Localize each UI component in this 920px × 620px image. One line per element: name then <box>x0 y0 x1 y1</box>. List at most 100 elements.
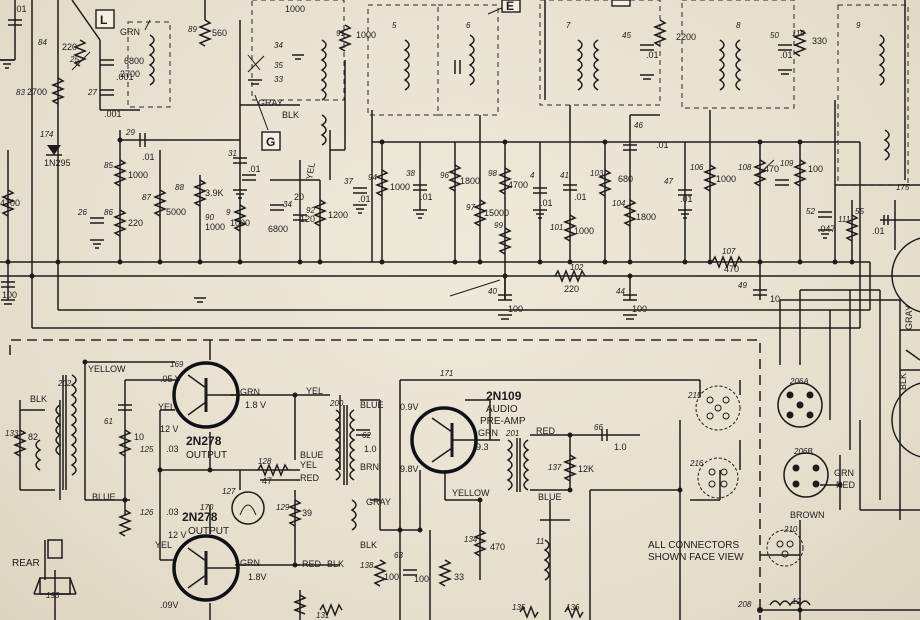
coil-label-boxes: L G E <box>95 0 631 151</box>
label-q169-role: OUTPUT <box>186 450 227 461</box>
label-c30-val: 6800 <box>268 224 288 234</box>
label-cr174: 174 <box>40 130 54 139</box>
label-r126: 126 <box>140 508 154 517</box>
diode-174 <box>46 145 62 156</box>
connectors <box>695 237 920 567</box>
label-r131: 131 <box>316 611 329 620</box>
label-c61-val: 10 <box>134 432 144 442</box>
label-t201: 201 <box>505 429 519 438</box>
label-r96: 96 <box>440 171 449 180</box>
label-r125: 125 <box>140 445 154 454</box>
note-connectors-2: SHOWN FACE VIEW <box>648 552 744 563</box>
label-c37: 37 <box>344 177 353 186</box>
label-c30-val-b: 6800 <box>124 56 144 66</box>
tag-blue-2: BLUE <box>300 450 324 460</box>
label-r125-val: .03 <box>166 444 179 454</box>
label-q171-role2: PRE-AMP <box>480 416 526 427</box>
label-c50: 50 <box>770 31 779 40</box>
label-1-8v-a: 1.8 V <box>245 400 266 410</box>
coil-label-e: E <box>506 0 514 13</box>
label-q171-type: 2N109 <box>486 389 522 403</box>
label-r88: 88 <box>175 183 184 192</box>
label-r91: 91 <box>336 29 345 38</box>
label-r99: 99 <box>494 221 503 230</box>
label-r106: 106 <box>690 163 704 172</box>
label-r98: 98 <box>488 169 497 178</box>
label-c47-val: .01 <box>680 194 693 204</box>
label-c55-val: .01 <box>872 226 885 236</box>
label-r134-val: 470 <box>490 542 505 552</box>
variable-cap-arrows <box>71 51 775 176</box>
label-c66-val: 1.0 <box>614 442 627 452</box>
label-r104-val: 1800 <box>636 212 656 222</box>
connector-right-edge <box>891 237 920 458</box>
label-l11: 11 <box>536 537 544 546</box>
label-c27-val: .001 <box>104 109 122 119</box>
lamp-127 <box>231 491 265 525</box>
upper-wiring <box>0 0 920 329</box>
label-r92-val: 1200 <box>328 210 348 220</box>
label-cn206b: 206B <box>793 447 813 456</box>
label-c52-val: .047 <box>818 224 836 234</box>
label-r128-val: 47 <box>262 476 272 486</box>
label-c62: 62 <box>362 431 371 440</box>
label-2700-b: 2700 <box>120 69 140 79</box>
label-r88-val: 3.9K <box>205 188 224 198</box>
label-c50-val: .01 <box>780 50 793 60</box>
audio-resistors <box>12 429 584 620</box>
label-r126-val: .03 <box>166 507 179 517</box>
label-c44: 44 <box>616 287 625 296</box>
tag-blk-1: BLK <box>282 110 299 120</box>
label-c66: 66 <box>594 423 603 432</box>
connector-206b <box>783 452 829 498</box>
upper-capacitors <box>1 19 889 301</box>
label-q169: 169 <box>170 360 184 369</box>
label-r107-val: 470 <box>724 264 739 274</box>
label-c49: 49 <box>738 281 747 290</box>
label-c49-val: 10 <box>770 294 780 304</box>
transistor-170 <box>172 534 240 602</box>
ground-symbols <box>0 54 832 320</box>
label-c62-val: 1.0 <box>364 444 377 454</box>
label-r92: 92 <box>306 206 315 215</box>
label-q171-vc: 0.9V <box>400 402 419 412</box>
audio-capacitors <box>118 404 608 576</box>
label-r89-val: 560 <box>212 28 227 38</box>
label-r83: 83 <box>16 88 25 97</box>
label-r138-val: 100 <box>384 572 399 582</box>
label-r5: 5 <box>392 21 397 30</box>
label-r97: 97 <box>466 203 475 212</box>
label-c29: 29 <box>125 128 135 137</box>
label-01-top: .01 <box>14 4 27 14</box>
label-c175: 175 <box>896 183 910 192</box>
label-c38-val: .01 <box>420 192 433 202</box>
label-r129: 129 <box>276 503 290 512</box>
tag-blk-3: BLK <box>30 394 47 404</box>
label-r107: 107 <box>722 247 736 256</box>
label-c32-val: 120 <box>300 214 315 224</box>
label-q169-v: .05 V <box>160 374 181 384</box>
label-r6: 6 <box>466 21 471 30</box>
label-c40: 40 <box>488 287 497 296</box>
tag-gray-2: GRAY <box>904 305 914 330</box>
tag-blue-1: BLUE <box>92 492 116 502</box>
label-q170-v: .09V <box>160 600 179 610</box>
connector-210 <box>766 529 804 567</box>
label-r129-val: 39 <box>302 508 312 518</box>
label-r110: 110 <box>792 29 805 38</box>
tag-yel-1: YEL <box>304 162 317 180</box>
label-q170: 170 <box>200 503 214 512</box>
label-cn210: 210 <box>783 525 798 534</box>
label-c40-val: 100 <box>508 304 523 314</box>
label-c37-val: .01 <box>358 194 371 204</box>
tag-blk-5: BLK <box>360 540 377 550</box>
label-r109: 109 <box>780 159 794 168</box>
label-r9: 9 <box>226 208 231 217</box>
upper-wire-tags: GRN GRAY BLK YEL GRAY BLK <box>120 27 914 390</box>
connector-216 <box>697 457 739 499</box>
label-c29-val: .01 <box>142 152 155 162</box>
note-connectors-1: ALL CONNECTORS <box>648 540 739 551</box>
audio-wiring <box>19 289 920 620</box>
label-c4-val: .01 <box>540 198 553 208</box>
